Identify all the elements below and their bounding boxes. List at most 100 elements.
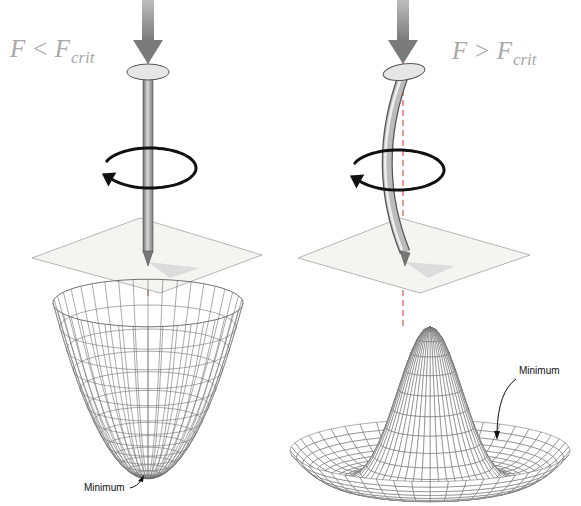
mesh-cell: [554, 459, 566, 469]
mesh-cell: [419, 417, 426, 437]
mesh-cell: [425, 331, 428, 341]
mesh-cell: [437, 453, 445, 468]
mesh-cell: [430, 436, 437, 453]
mesh-meridian: [148, 296, 238, 478]
mesh-cell: [430, 327, 434, 331]
mesh-cell: [431, 332, 434, 342]
nail-shaft: [387, 74, 405, 252]
mesh-cell: [430, 481, 448, 487]
leader-arrowhead: [138, 475, 144, 482]
force-condition: F > F: [452, 38, 512, 63]
mesh-cell: [430, 327, 432, 332]
mesh-cell: [436, 436, 443, 454]
mesh-cell: [438, 468, 447, 480]
mesh-cell: [430, 327, 433, 331]
rotation-arrow: [107, 148, 196, 188]
mesh-cell: [430, 417, 436, 437]
force-arrow: [133, 40, 163, 64]
mesh-cell: [430, 342, 433, 357]
minimum-label: Minimum: [84, 483, 125, 493]
mesh-cell: [432, 331, 435, 341]
mesh-meridian: [148, 317, 225, 478]
mesh-cell: [426, 376, 430, 397]
mesh-meridian: [58, 310, 148, 478]
mesh-cell: [413, 487, 430, 492]
mesh-cell: [295, 459, 307, 469]
mesh-meridian: [148, 292, 233, 478]
leader-arrowhead: [494, 431, 500, 440]
mesh-cell: [428, 342, 431, 357]
mesh-meridian: [148, 299, 242, 478]
nail-head: [127, 64, 169, 80]
mesh-cell: [428, 332, 430, 342]
mesh-cell: [422, 468, 430, 480]
mesh-cell: [430, 327, 432, 332]
mesh-meridian: [148, 279, 149, 478]
mesh-cell: [430, 327, 436, 331]
mesh-meridian: [148, 280, 177, 478]
mesh-cell: [425, 327, 431, 331]
mesh-cell: [427, 327, 430, 331]
mesh-cell: [376, 479, 395, 486]
mesh-cell: [427, 357, 430, 376]
mesh-cell: [430, 327, 435, 331]
mesh-meridian: [148, 324, 191, 478]
rotation-arrowhead: [102, 173, 116, 187]
mesh-cell: [424, 417, 430, 437]
nail-tip: [143, 251, 153, 266]
mesh-meridian: [105, 282, 148, 478]
mesh-cell: [426, 327, 430, 331]
mesh-cell: [430, 327, 436, 331]
mesh-cell: [394, 481, 413, 487]
mesh-cell: [430, 327, 436, 331]
mesh-cell: [417, 436, 424, 454]
mesh-meridian: [54, 299, 148, 478]
leader-line: [497, 379, 516, 432]
mesh-cell: [412, 481, 430, 487]
mesh-meridian: [148, 286, 215, 478]
mesh-meridian: [148, 282, 191, 478]
subscript: crit: [513, 51, 537, 68]
shadow: [148, 262, 200, 278]
mesh-cell: [423, 453, 431, 468]
force-arrow: [397, 0, 409, 42]
mesh-meridian: [63, 314, 148, 478]
mesh-meridian: [133, 280, 148, 479]
mesh-meridian: [92, 284, 148, 478]
mesh-cell: [423, 436, 430, 453]
mesh-cell: [425, 396, 430, 417]
mesh-cell: [415, 453, 423, 468]
mesh-cell: [447, 481, 466, 487]
mesh-cell: [430, 396, 435, 417]
mesh-cell: [430, 487, 447, 492]
mesh-meridian: [148, 310, 238, 478]
mesh-meridian: [63, 292, 148, 478]
mesh-cell: [430, 327, 432, 332]
mesh-meridian: [71, 317, 148, 478]
mesh-meridian: [148, 314, 233, 478]
rotation-arrowhead: [350, 175, 364, 189]
mesh-cell: [429, 327, 431, 332]
minimum-label: Minimum: [519, 366, 560, 376]
mesh-cell: [424, 327, 430, 331]
mesh-cell: [430, 501, 443, 502]
mesh-cell: [481, 477, 500, 485]
mesh-cell: [428, 327, 430, 332]
rotation-arrow: [355, 150, 444, 190]
nail-shaft: [143, 72, 153, 252]
subscript: crit: [71, 49, 95, 66]
shadow: [405, 262, 455, 278]
mesh-cell: [430, 492, 447, 496]
nail-shaft: [387, 74, 405, 252]
force-condition: F < F: [10, 36, 70, 61]
mesh-cell: [414, 468, 423, 480]
mesh-cell: [424, 327, 430, 331]
mesh-cell: [413, 492, 430, 496]
mesh-cell: [425, 327, 430, 331]
mesh-cell: [430, 357, 433, 376]
mesh-cell: [430, 376, 434, 397]
mesh-cell: [345, 475, 363, 483]
nail-tip: [400, 251, 410, 266]
mesh-meridian: [148, 284, 204, 478]
